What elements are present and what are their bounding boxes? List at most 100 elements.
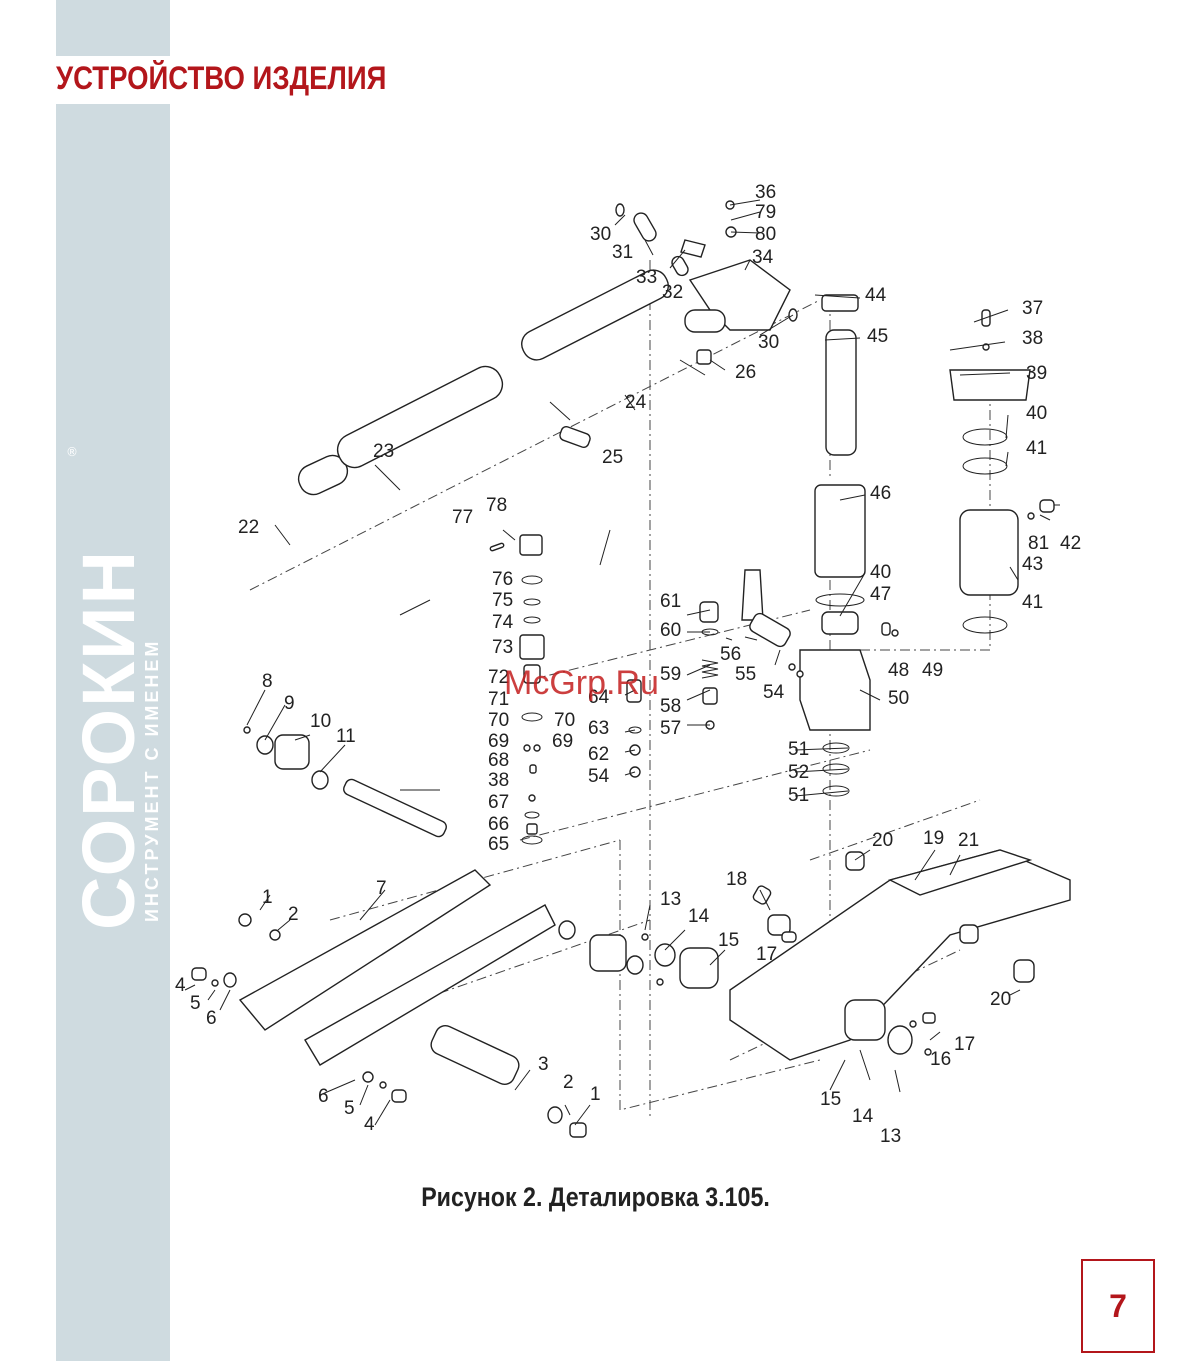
callout-7: 7 <box>376 878 387 899</box>
callout-67: 67 <box>488 792 509 813</box>
callout-8: 8 <box>262 671 273 692</box>
callout-19: 19 <box>923 828 944 849</box>
callout-40-right: 40 <box>1026 403 1047 424</box>
callout-65: 65 <box>488 834 509 855</box>
chassis <box>729 849 1071 1061</box>
callout-labels: 36 79 80 34 30 31 33 32 30 26 44 45 24 2… <box>175 182 1081 1147</box>
callout-15-left: 15 <box>718 930 739 951</box>
brand-name: СОРОКИН <box>67 549 150 930</box>
callout-18: 18 <box>726 869 747 890</box>
callout-46: 46 <box>870 483 891 504</box>
figure-caption: Рисунок 2. Деталировка 3.105. <box>421 1182 770 1212</box>
watermark: McGrp.Ru <box>504 664 659 702</box>
callout-54-left: 54 <box>588 766 610 787</box>
callout-20-top: 20 <box>872 830 893 851</box>
callout-23: 23 <box>373 441 394 462</box>
callout-80: 80 <box>755 224 776 245</box>
callout-21: 21 <box>958 830 979 851</box>
callout-11: 11 <box>336 726 356 747</box>
callout-75: 75 <box>492 590 513 611</box>
callout-22: 22 <box>238 517 259 538</box>
callout-9: 9 <box>284 693 295 714</box>
callout-40-mid: 40 <box>870 562 891 583</box>
callout-36: 36 <box>755 182 776 203</box>
callout-38-left: 38 <box>488 770 509 791</box>
callout-70-right: 70 <box>554 710 575 731</box>
callout-54-right: 54 <box>763 682 785 703</box>
callout-70-left: 70 <box>488 710 509 731</box>
callout-4-bottom: 4 <box>364 1114 375 1135</box>
callout-14-left: 14 <box>688 906 710 927</box>
roller-assembly <box>243 726 719 989</box>
valve-stack <box>489 534 804 845</box>
callout-34: 34 <box>752 247 774 268</box>
callout-3: 3 <box>538 1054 549 1075</box>
callout-72: 72 <box>488 667 509 688</box>
callout-43: 43 <box>1022 554 1043 575</box>
brand-tagline: ИНСТРУМЕНТ С ИМЕНЕМ <box>142 638 162 922</box>
callout-62: 62 <box>588 744 609 765</box>
callout-41-top: 41 <box>1026 438 1047 459</box>
callout-14-bottom: 14 <box>852 1106 874 1127</box>
callout-48: 48 <box>888 660 909 681</box>
callout-32: 32 <box>662 282 683 303</box>
registered-mark: ® <box>66 445 78 459</box>
callout-61: 61 <box>660 591 681 612</box>
callout-16: 16 <box>930 1049 951 1070</box>
callout-5-bottom: 5 <box>344 1098 355 1119</box>
callout-55: 55 <box>735 664 756 685</box>
callout-13-bottom: 13 <box>880 1126 901 1147</box>
callout-81: 81 <box>1028 533 1049 554</box>
callout-69-left: 69 <box>488 731 509 752</box>
cylinder-assembly <box>881 309 1055 637</box>
callout-31: 31 <box>612 242 633 263</box>
callout-17-top: 17 <box>756 944 777 965</box>
callout-2-bottom: 2 <box>563 1072 574 1093</box>
callout-4-top: 4 <box>175 975 186 996</box>
callout-78: 78 <box>486 495 507 516</box>
callout-25: 25 <box>602 447 623 468</box>
callout-60: 60 <box>660 620 681 641</box>
callout-47: 47 <box>870 584 891 605</box>
callout-79: 79 <box>755 202 776 223</box>
callout-59: 59 <box>660 664 681 685</box>
callout-64: 64 <box>588 687 610 708</box>
callout-51-top: 51 <box>788 739 809 760</box>
callout-38-right: 38 <box>1022 328 1043 349</box>
callout-50: 50 <box>888 688 909 709</box>
callout-44: 44 <box>865 285 887 306</box>
callout-17-bottom: 17 <box>954 1034 975 1055</box>
page-number-box: 7 <box>1081 1259 1155 1353</box>
handle-assembly <box>297 200 798 496</box>
callout-20-bottom: 20 <box>990 989 1011 1010</box>
callout-10: 10 <box>310 711 331 732</box>
ram-column <box>799 294 871 797</box>
callout-13-left: 13 <box>660 889 681 910</box>
callout-26: 26 <box>735 362 756 383</box>
callout-45: 45 <box>867 326 888 347</box>
brand-logo: СОРОКИН ИНСТРУМЕНТ С ИМЕНЕМ <box>67 430 162 930</box>
section-title: УСТРОЙСТВО ИЗДЕЛИЯ <box>56 60 387 96</box>
callout-57: 57 <box>660 718 681 739</box>
callout-15-bottom: 15 <box>820 1089 841 1110</box>
callout-63: 63 <box>588 718 609 739</box>
callout-6-bottom: 6 <box>318 1086 329 1107</box>
callout-2-top: 2 <box>288 904 299 925</box>
callout-73: 73 <box>492 637 513 658</box>
callout-39: 39 <box>1026 363 1047 384</box>
callout-74: 74 <box>492 612 514 633</box>
side-strip <box>56 0 170 1361</box>
callout-1-top: 1 <box>262 887 273 908</box>
callout-49: 49 <box>922 660 943 681</box>
callout-41-bottom: 41 <box>1022 592 1043 613</box>
callout-24: 24 <box>625 392 647 413</box>
callout-69-right: 69 <box>552 731 573 752</box>
lifting-arms <box>191 869 587 1138</box>
callout-33: 33 <box>636 267 657 288</box>
page-number: 7 <box>1109 1287 1127 1324</box>
exploded-parts-diagram: 36 79 80 34 30 31 33 32 30 26 44 45 24 2… <box>175 182 1081 1147</box>
callout-56: 56 <box>720 644 741 665</box>
callout-71: 71 <box>488 689 509 710</box>
callout-5-top: 5 <box>190 993 201 1014</box>
